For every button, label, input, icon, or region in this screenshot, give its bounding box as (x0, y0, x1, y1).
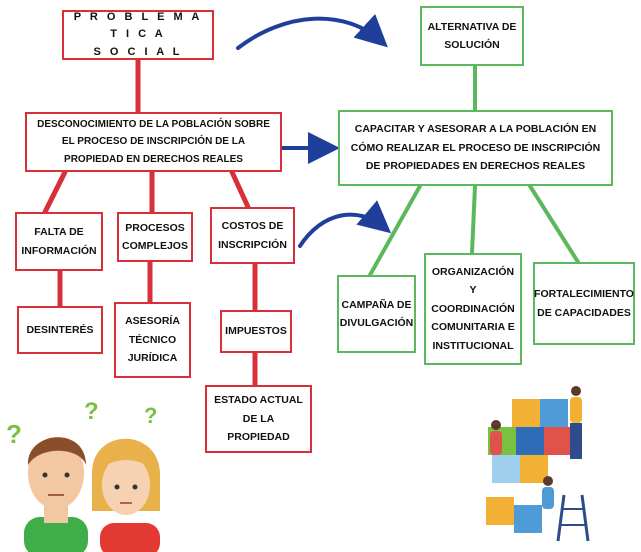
effect-box-1: DESINTERÉS (17, 306, 103, 354)
solution-main-box: CAPACITAR Y ASESORAR A LA POBLACIÓN EN C… (338, 110, 613, 186)
action-box-3: FORTALECIMIENTO DE CAPACIDADES (533, 262, 635, 345)
problem-main-box: DESCONOCIMIENTO DE LA POBLACIÓN SOBRE EL… (25, 112, 282, 172)
cause-label-3: COSTOS DE INSCRIPCIÓN (218, 220, 287, 251)
solution-main-text: CAPACITAR Y ASESORAR A LA POBLACIÓN EN C… (350, 123, 601, 173)
puzzle-teamwork-illustration (486, 386, 590, 542)
svg-text:?: ? (6, 419, 22, 449)
problem-main-text: DESCONOCIMIENTO DE LA POBLACIÓN SOBRE EL… (37, 118, 270, 165)
solution-title-box: ALTERNATIVA DE SOLUCIÓN (420, 6, 524, 66)
effect-label-2: ASESORÍA TÉCNICO JURÍDICA (125, 315, 180, 365)
arrow-problem-to-solution (236, 13, 388, 50)
cause-box-3: COSTOS DE INSCRIPCIÓN (210, 207, 295, 264)
effect-box-2: ASESORÍA TÉCNICO JURÍDICA (114, 302, 191, 378)
connector-main-to-action-1 (368, 184, 422, 277)
problem-title-line2: S O C I A L (93, 45, 183, 58)
action-box-1: CAMPAÑA DE DIVULGACIÓN (337, 275, 416, 353)
effect-label-3: IMPUESTOS (225, 325, 287, 338)
effect-label-4: ESTADO ACTUAL DE LA PROPIEDAD (214, 394, 303, 444)
cause-box-1: FALTA DE INFORMACIÓN (15, 212, 103, 271)
problem-title-line1: P R O B L E M A T I C A (73, 10, 203, 41)
action-box-2: ORGANIZACIÓN Y COORDINACIÓN COMUNITARIA … (424, 253, 522, 365)
solution-title: ALTERNATIVA DE SOLUCIÓN (427, 20, 517, 51)
svg-text:?: ? (84, 398, 99, 425)
action-label-1: CAMPAÑA DE DIVULGACIÓN (339, 298, 414, 329)
confused-people-illustration: ? ? ? (6, 398, 160, 552)
svg-text:?: ? (144, 403, 157, 428)
connector-main-to-cause-1 (42, 169, 68, 215)
action-label-3: FORTALECIMIENTO DE CAPACIDADES (534, 288, 634, 319)
effect-label-1: DESINTERÉS (26, 323, 94, 336)
cause-label-2: PROCESOS COMPLEJOS (122, 221, 188, 252)
connector-main-to-cause-3 (229, 169, 251, 210)
effect-box-3: IMPUESTOS (220, 310, 292, 353)
problem-title-box: P R O B L E M A T I C A S O C I A L (62, 10, 214, 60)
connector-main-to-action-2 (470, 184, 477, 255)
cause-box-2: PROCESOS COMPLEJOS (117, 212, 193, 262)
action-label-2: ORGANIZACIÓN Y COORDINACIÓN COMUNITARIA … (431, 266, 515, 352)
cause-label-1: FALTA DE INFORMACIÓN (21, 226, 97, 257)
arrow-costs-to-actions (298, 200, 392, 248)
connector-main-to-action-3 (528, 184, 580, 264)
effect-box-4: ESTADO ACTUAL DE LA PROPIEDAD (205, 385, 312, 453)
